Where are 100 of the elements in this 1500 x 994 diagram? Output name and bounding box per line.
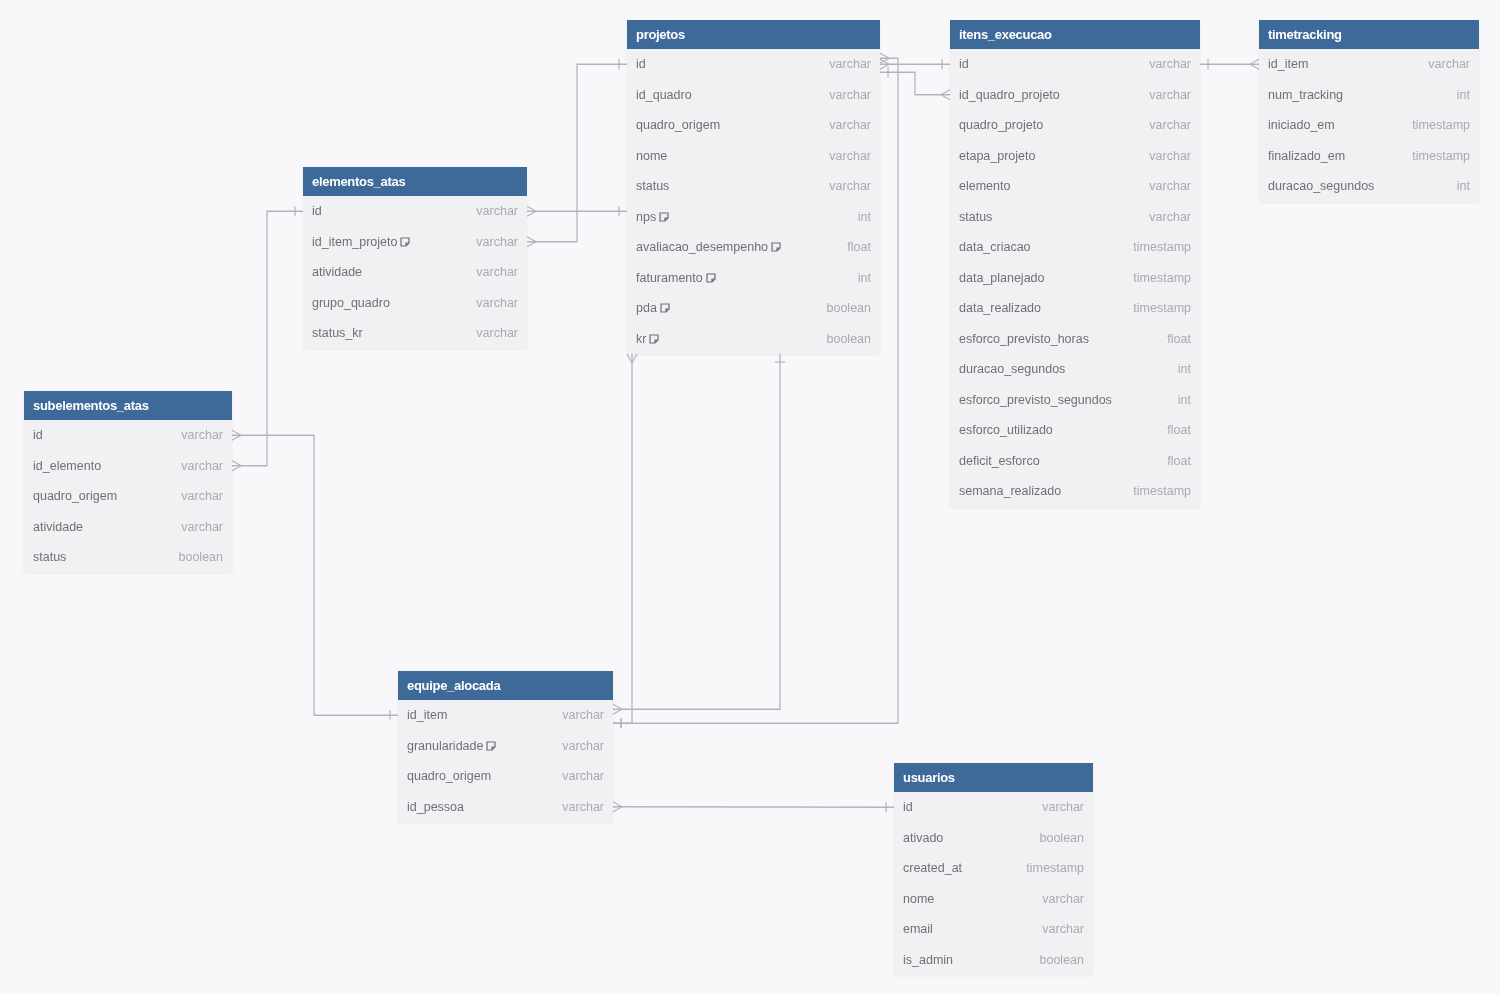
field-type: timestamp <box>1026 861 1084 876</box>
field-type: varchar <box>1149 118 1191 133</box>
field-name: granularidade <box>407 738 484 753</box>
table-row <box>894 792 1093 823</box>
table-header: equipe_alocada <box>398 671 613 700</box>
field-type: varchar <box>829 87 871 102</box>
field-name: nps <box>636 209 657 224</box>
entity-table <box>24 391 232 573</box>
field-name: faturamento <box>636 270 703 285</box>
field-name: quadro_projeto <box>959 118 1044 133</box>
field-name: data_realizado <box>959 301 1041 316</box>
field-type: timestamp <box>1133 270 1191 285</box>
table-row <box>303 196 527 227</box>
field-type: varchar <box>1042 800 1084 815</box>
field-type: varchar <box>1149 179 1191 194</box>
field-type: varchar <box>181 489 223 504</box>
field-name: quadro_origem <box>636 118 721 133</box>
table-row <box>398 700 613 731</box>
field-name: semana_realizado <box>959 484 1062 499</box>
field-type: varchar <box>829 57 871 72</box>
field-name: id_item_projeto <box>312 234 398 249</box>
field-name: deficit_esforco <box>959 453 1040 468</box>
field-name: status <box>636 179 670 194</box>
field-name: id_item <box>407 708 448 723</box>
field-type: varchar <box>1042 922 1084 937</box>
field-name: id <box>903 800 913 815</box>
field-type: varchar <box>1428 57 1470 72</box>
field-name: status <box>959 209 993 224</box>
field-type: timestamp <box>1133 484 1191 499</box>
field-name: is_admin <box>903 952 954 967</box>
entity-table <box>1259 20 1479 202</box>
field-name: status_kr <box>312 326 363 341</box>
field-name: quadro_origem <box>407 769 492 784</box>
field-type: boolean <box>1039 952 1084 967</box>
entity-table <box>950 20 1200 507</box>
field-type: varchar <box>829 148 871 163</box>
relationship-line <box>612 801 895 813</box>
field-name: esforco_utilizado <box>959 423 1053 438</box>
field-type: float <box>847 240 871 255</box>
field-type: varchar <box>476 326 518 341</box>
table-header: subelementos_atas <box>24 391 232 420</box>
relationship-line <box>231 205 304 472</box>
field-name: id_pessoa <box>407 799 464 814</box>
table-row <box>1259 49 1479 80</box>
field-name: quadro_origem <box>33 489 118 504</box>
entity-table <box>894 763 1093 975</box>
table-header: itens_execucao <box>950 20 1200 49</box>
relationship-line <box>879 66 951 101</box>
relationship-line <box>612 353 786 715</box>
field-type: varchar <box>1149 148 1191 163</box>
field-name: id <box>312 204 322 219</box>
field-name: num_tracking <box>1268 87 1344 102</box>
field-name: id <box>959 57 969 72</box>
field-type: timestamp <box>1133 240 1191 255</box>
field-type: varchar <box>562 708 604 723</box>
table-row <box>950 49 1200 80</box>
field-type: int <box>1177 392 1191 407</box>
field-type: float <box>1167 423 1191 438</box>
table-row <box>24 420 232 451</box>
field-type: float <box>1167 453 1191 468</box>
field-type: varchar <box>181 519 223 534</box>
field-type: varchar <box>562 769 604 784</box>
field-type: varchar <box>181 458 223 473</box>
field-type: timestamp <box>1412 118 1470 133</box>
field-type: varchar <box>476 295 518 310</box>
relationship-line <box>1199 58 1260 70</box>
field-type: boolean <box>1039 830 1084 845</box>
field-name: id_elemento <box>33 458 102 473</box>
field-name: created_at <box>903 861 963 876</box>
field-name: pda <box>636 301 657 316</box>
field-type: boolean <box>826 331 871 346</box>
field-name: esforco_previsto_segundos <box>959 392 1112 407</box>
field-name: id_item <box>1268 57 1309 72</box>
field-name: id_quadro <box>636 87 692 102</box>
field-type: timestamp <box>1412 148 1470 163</box>
field-type: varchar <box>181 428 223 443</box>
field-type: boolean <box>826 301 871 316</box>
field-type: int <box>1456 87 1470 102</box>
field-type: varchar <box>476 234 518 249</box>
field-name: kr <box>636 331 647 346</box>
field-type: boolean <box>178 550 223 565</box>
field-type: varchar <box>476 204 518 219</box>
field-type: varchar <box>829 179 871 194</box>
table-header: projetos <box>627 20 880 49</box>
field-name: ativado <box>903 830 944 845</box>
field-name: id_quadro_projeto <box>959 87 1060 102</box>
field-name: atividade <box>312 265 363 280</box>
field-name: avaliacao_desempenho <box>636 240 769 255</box>
field-type: varchar <box>1149 209 1191 224</box>
table-header: usuarios <box>894 763 1093 792</box>
field-name: nome <box>903 891 935 906</box>
table-row <box>627 323 880 354</box>
field-type: int <box>1177 362 1191 377</box>
relationship-line <box>526 205 628 217</box>
field-type: varchar <box>476 265 518 280</box>
field-name: iniciado_em <box>1268 118 1335 133</box>
relationship-line <box>612 353 638 729</box>
field-type: varchar <box>1042 891 1084 906</box>
field-name: grupo_quadro <box>312 295 390 310</box>
field-type: varchar <box>1149 57 1191 72</box>
